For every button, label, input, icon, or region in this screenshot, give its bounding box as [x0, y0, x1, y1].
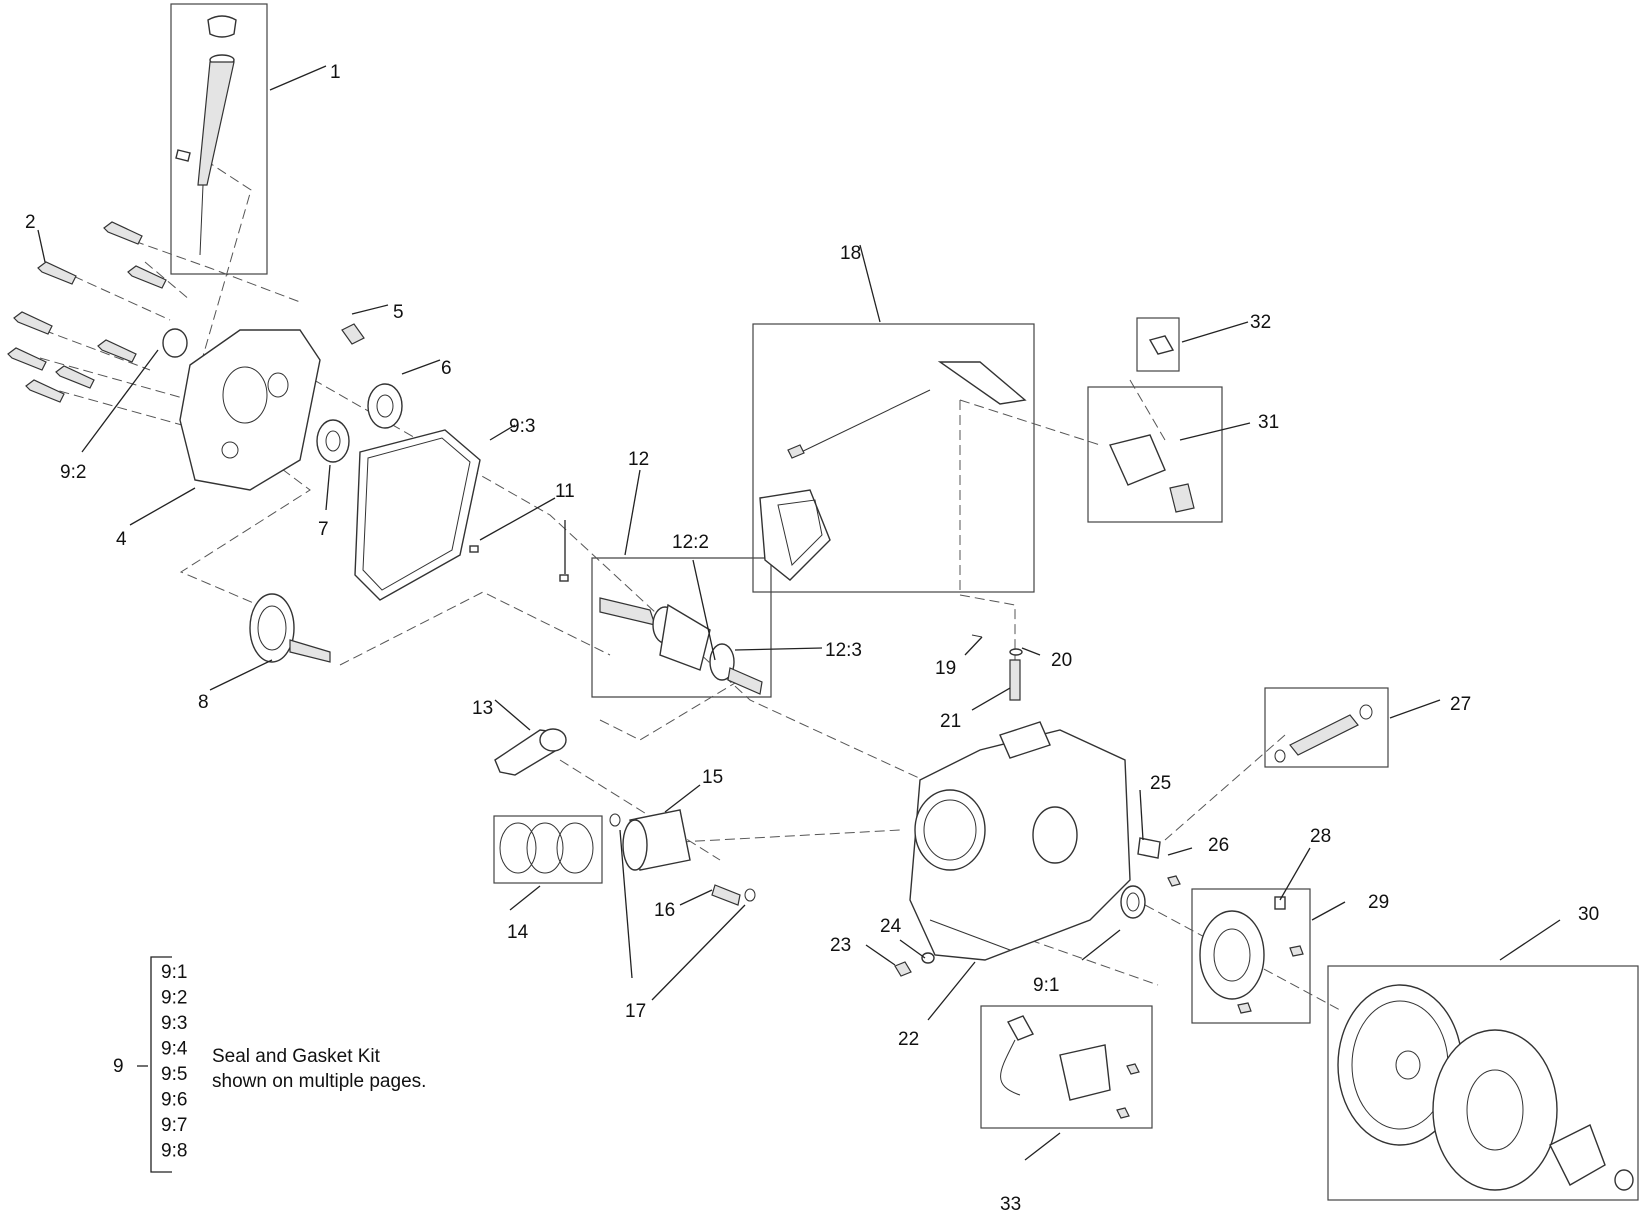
callout-20: 20 — [1051, 650, 1072, 671]
kit-legend: 9 9:1 9:2 9:3 9:4 9:5 9:6 9:7 9:8 Seal and Gask… — [113, 956, 426, 1173]
callout-12-2: 12:2 — [672, 532, 709, 553]
part-11-pins — [469, 545, 569, 582]
kit-description-line1: Seal and Gasket Kit — [212, 1046, 381, 1067]
part-1-dipstick — [175, 15, 237, 256]
callout-17: 17 — [625, 1001, 646, 1022]
box-part-1 — [170, 3, 268, 275]
callout-33: 33 — [1000, 1194, 1021, 1215]
callout-26: 26 — [1208, 835, 1229, 856]
part-28-29-stator — [1199, 896, 1304, 1014]
callout-9-3: 9:3 — [509, 416, 535, 437]
callout-9-2: 9:2 — [60, 462, 86, 483]
part-12-crankshaft — [599, 597, 763, 695]
callout-5: 5 — [393, 302, 404, 323]
callout-4: 4 — [116, 529, 127, 550]
part-30-flywheel-fan — [1337, 984, 1634, 1191]
part-15-16-17-piston — [609, 809, 756, 906]
kit-item: 9:4 — [161, 1039, 188, 1060]
callout-1: 1 — [330, 62, 341, 83]
callout-6: 6 — [441, 358, 452, 379]
part-27-shaft — [1274, 704, 1373, 763]
part-22-engine-block — [909, 721, 1131, 961]
kit-item: 9:1 — [161, 962, 187, 983]
callout-19: 19 — [935, 658, 956, 679]
kit-number: 9 — [113, 1056, 124, 1077]
callout-7: 7 — [318, 519, 329, 540]
kit-item: 9:3 — [161, 1013, 187, 1034]
kit-item: 9:8 — [161, 1141, 187, 1162]
callout-32: 32 — [1250, 312, 1271, 333]
part-23-24-25-26-hardware — [894, 837, 1181, 977]
callout-9-1: 9:1 — [1033, 975, 1059, 996]
box-part-32 — [1136, 317, 1180, 372]
callout-16: 16 — [654, 900, 675, 921]
callout-30: 30 — [1578, 904, 1599, 925]
kit-item-list: 9:1 9:2 9:3 9:4 9:5 9:6 9:7 9:8 — [161, 962, 188, 1162]
part-5-6-7-gears-bearing — [316, 323, 403, 463]
part-14-piston-rings — [499, 822, 594, 874]
part-19-20-21-governor-shaft — [971, 634, 1023, 701]
box-part-27 — [1264, 687, 1389, 768]
callout-29: 29 — [1368, 892, 1389, 913]
callout-15: 15 — [702, 767, 723, 788]
kit-item: 9:5 — [161, 1064, 187, 1085]
box-part-14 — [493, 815, 603, 884]
callout-labels: 1 2 5 6 9:2 9:3 7 4 11 12 12:2 12:3 8 13… — [25, 62, 1599, 1215]
callout-11: 11 — [555, 481, 575, 502]
callout-2: 2 — [25, 212, 36, 233]
kit-item: 9:7 — [161, 1115, 187, 1136]
box-part-33 — [980, 1005, 1153, 1129]
box-part-18 — [752, 323, 1035, 593]
callout-28: 28 — [1310, 826, 1331, 847]
callout-18: 18 — [840, 243, 861, 264]
kit-item: 9:6 — [161, 1090, 187, 1111]
box-part-30 — [1327, 965, 1639, 1201]
part-31-32-governor — [1109, 335, 1195, 513]
part-8-camshaft — [249, 593, 331, 663]
part-9-3-gasket — [354, 429, 481, 601]
part-4-crankcase-cover — [162, 328, 321, 491]
callout-27: 27 — [1450, 694, 1471, 715]
callout-31: 31 — [1258, 412, 1279, 433]
part-13-connecting-rod — [494, 728, 567, 776]
box-part-29 — [1191, 888, 1311, 1024]
callout-23: 23 — [830, 935, 851, 956]
box-part-12 — [591, 557, 772, 698]
callout-25: 25 — [1150, 773, 1171, 794]
callout-22: 22 — [898, 1029, 919, 1050]
box-part-31 — [1087, 386, 1223, 523]
leader-lines — [37, 65, 1561, 1161]
part-2-bolts — [7, 221, 167, 403]
callout-12-3: 12:3 — [825, 640, 862, 661]
part-33-ignition-coil — [1000, 1015, 1140, 1119]
assembly-lines — [29, 159, 1341, 1011]
callout-24: 24 — [880, 916, 902, 937]
callout-8: 8 — [198, 692, 209, 713]
callout-13: 13 — [472, 698, 493, 719]
kit-item: 9:2 — [161, 988, 187, 1009]
kit-description-line2: shown on multiple pages. — [212, 1071, 426, 1092]
callout-12: 12 — [628, 449, 649, 470]
callout-21: 21 — [940, 711, 961, 732]
part-9-1-oil-seal — [1120, 885, 1146, 919]
part-18-carburetor — [759, 361, 1027, 581]
callout-14: 14 — [507, 922, 529, 943]
